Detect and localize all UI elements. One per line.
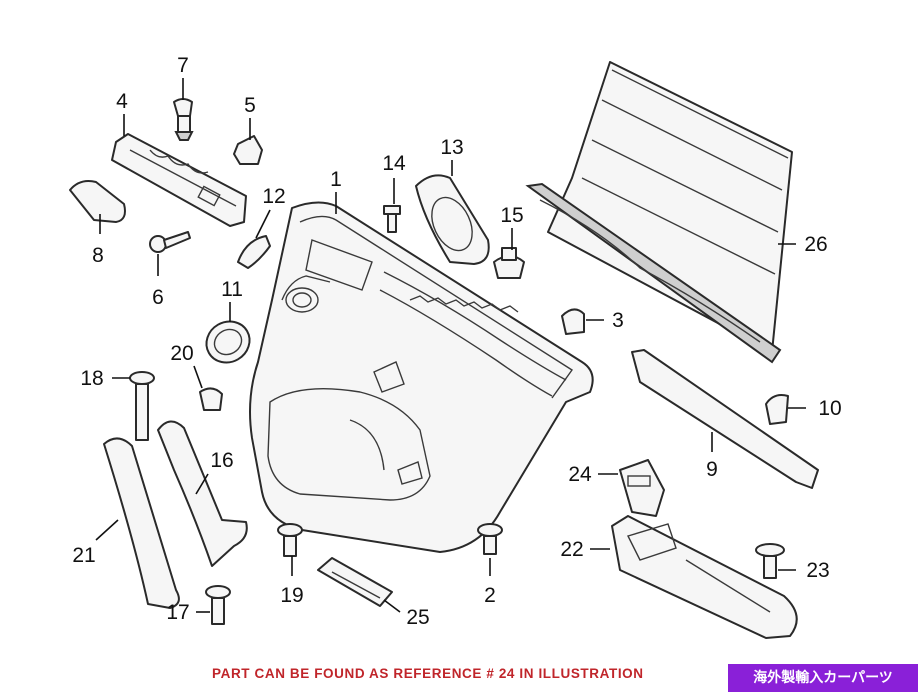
part-switch [619,459,665,517]
shop-badge: 海外製輸入カーパーツ [728,664,918,692]
callout-20: 20 [170,342,193,365]
part-sunshade [525,61,793,364]
part-bolt-18 [129,371,155,441]
callout-11: 11 [221,278,243,301]
callout-1: 1 [330,168,342,191]
part-clip-15 [493,247,525,279]
callout-4: 4 [116,90,128,113]
part-clip-10 [765,394,789,425]
part-trim-strip [631,349,819,489]
part-module [317,557,393,607]
callout-24: 24 [568,463,592,486]
callout-8: 8 [92,244,104,267]
part-grille-ring [205,320,251,364]
part-handle-cover [103,437,180,609]
callout-21: 21 [72,544,95,567]
part-bracket [111,133,247,227]
callout-2: 2 [484,584,496,607]
reference-note: PART CAN BE FOUND AS REFERENCE # 24 IN I… [212,666,644,681]
part-switch-bezel [611,515,798,639]
callout-23: 23 [806,559,829,582]
callout-6: 6 [152,286,164,309]
callout-14: 14 [382,152,406,175]
part-small-cover [237,235,271,269]
part-clip-7 [173,98,194,141]
part-pull-handle [157,420,248,567]
callout-25: 25 [406,606,429,629]
part-clip-5 [233,135,263,165]
callout-12: 12 [262,185,285,208]
callout-16: 16 [210,449,233,472]
part-screw-6 [149,231,191,253]
callout-15: 15 [500,204,523,227]
callout-5: 5 [244,94,256,117]
callout-17: 17 [166,601,189,624]
leader-lines [95,78,806,613]
callout-19: 19 [280,584,303,607]
part-clip-20 [199,387,223,411]
callout-22: 22 [560,538,583,561]
callout-10: 10 [818,397,841,420]
part-push-pin-19 [277,523,303,557]
part-screw-17 [205,585,231,625]
part-cover-cap [69,180,126,223]
callout-9: 9 [706,458,718,481]
part-clip-3 [561,308,585,335]
part-push-pin-23 [755,543,785,579]
part-push-pin-2 [477,523,503,555]
part-door-trim-panel [249,201,594,553]
callout-26: 26 [804,233,827,256]
callout-13: 13 [440,136,463,159]
callout-7: 7 [177,54,189,77]
part-bolt-14 [383,205,401,233]
callout-18: 18 [80,367,103,390]
part-speaker-bracket [415,174,490,265]
callout-3: 3 [612,309,624,332]
